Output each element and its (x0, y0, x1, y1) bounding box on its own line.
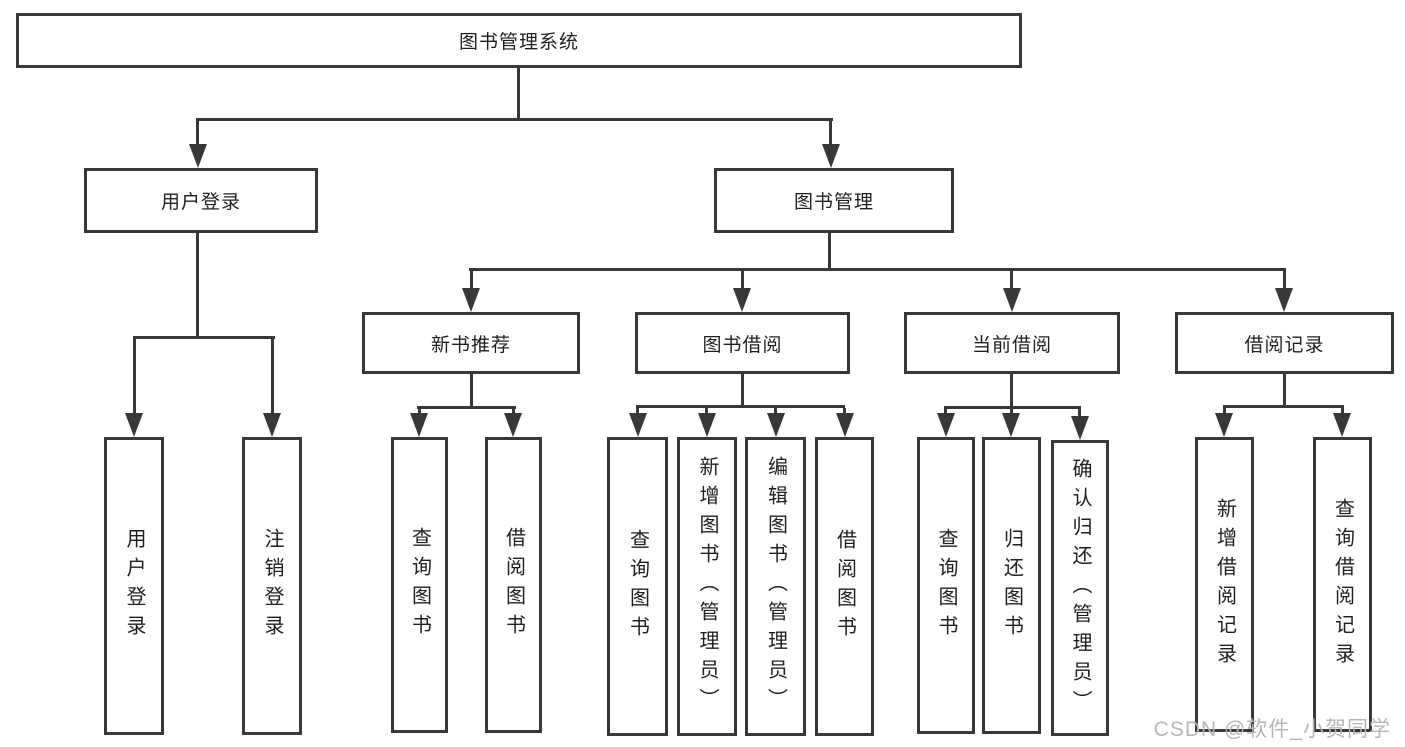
node-edit-book-admin: 编辑图书（管理员） (745, 437, 806, 736)
node-label: 注销登录 (261, 528, 283, 644)
node-confirm-return-admin: 确认归还（管理员） (1051, 440, 1109, 736)
connector-line (1341, 408, 1344, 415)
connector-line (1283, 374, 1286, 405)
node-label: 新增图书（管理员） (696, 456, 718, 717)
node-label: 查询图书 (626, 528, 649, 645)
arrow-down-icon (767, 413, 785, 437)
arrow-down-icon (1002, 413, 1020, 437)
arrow-down-icon (1215, 413, 1233, 437)
node-query-book-borrowing: 查询图书 (607, 437, 668, 736)
connector-line (469, 268, 1286, 271)
node-logout-action: 注销登录 (242, 437, 302, 735)
node-add-borrow-record: 新增借阅记录 (1195, 437, 1254, 732)
connector-line (470, 374, 473, 406)
node-label: 当前借阅 (971, 334, 1052, 356)
connector-line (196, 121, 199, 148)
node-user-login: 用户登录 (84, 168, 318, 233)
node-add-book-admin: 新增图书（管理员） (677, 437, 737, 736)
arrow-down-icon (504, 413, 522, 437)
node-label: 图书管理 (793, 192, 874, 213)
connector-line (196, 118, 833, 121)
node-query-borrow-record: 查询借阅记录 (1313, 437, 1372, 732)
node-label: 借阅图书 (502, 527, 525, 643)
connector-line (470, 271, 473, 292)
node-label: 归还图书 (1000, 527, 1023, 644)
arrow-down-icon (125, 413, 143, 437)
node-label: 图书管理系统 (458, 32, 579, 53)
connector-line (133, 339, 136, 416)
node-book-management: 图书管理 (714, 168, 954, 233)
arrow-down-icon (1333, 413, 1351, 437)
connector-line (271, 339, 274, 416)
node-query-book-recommend: 查询图书 (391, 437, 448, 733)
connector-line (944, 409, 947, 415)
arrow-down-icon (410, 413, 428, 437)
arrow-down-icon (1003, 288, 1021, 312)
connector-line (1078, 409, 1081, 418)
arrow-down-icon (263, 413, 281, 437)
node-label: 借阅记录 (1244, 334, 1325, 356)
connector-line (1223, 408, 1226, 415)
node-label: 编辑图书（管理员） (764, 456, 787, 717)
node-label: 图书借阅 (702, 334, 783, 356)
node-label: 新书推荐 (430, 334, 511, 356)
connector-line (1010, 409, 1013, 415)
connector-line (741, 271, 744, 292)
arrow-down-icon (1071, 416, 1089, 440)
connector-line (133, 336, 275, 339)
node-label: 借阅图书 (833, 528, 856, 645)
connector-line (944, 406, 1081, 409)
connector-line (1283, 271, 1286, 292)
node-borrow-book-recommend: 借阅图书 (485, 437, 542, 733)
node-label: 查询图书 (408, 527, 431, 643)
arrow-down-icon (1275, 288, 1293, 312)
connector-line (636, 405, 845, 408)
connector-line (843, 408, 846, 415)
node-label: 查询图书 (935, 527, 957, 644)
connector-line (1223, 405, 1344, 408)
connector-line (1010, 271, 1013, 292)
arrow-down-icon (698, 413, 716, 437)
node-new-book-recommendation: 新书推荐 (362, 312, 580, 374)
connector-line (774, 408, 777, 415)
node-label: 用户登录 (160, 192, 241, 213)
node-book-borrowing: 图书借阅 (635, 312, 850, 374)
node-return-book: 归还图书 (982, 437, 1041, 734)
arrow-down-icon (822, 144, 840, 168)
node-query-book-current: 查询图书 (917, 437, 975, 734)
node-label: 查询借阅记录 (1331, 497, 1354, 672)
arrow-down-icon (733, 288, 751, 312)
arrow-down-icon (462, 288, 480, 312)
node-label: 用户登录 (123, 528, 145, 644)
arrow-down-icon (189, 144, 207, 168)
node-label: 新增借阅记录 (1213, 497, 1236, 672)
node-current-borrowing: 当前借阅 (904, 312, 1120, 374)
node-borrowing-records: 借阅记录 (1175, 312, 1394, 374)
connector-line (1010, 374, 1013, 406)
node-borrow-book-borrowing: 借阅图书 (815, 437, 874, 736)
node-label: 确认归还（管理员） (1069, 457, 1091, 719)
connector-line (828, 233, 831, 268)
connector-line (636, 408, 639, 415)
connector-line (829, 121, 832, 148)
watermark: CSDN @软件_小贺同学 (1153, 718, 1391, 741)
arrow-down-icon (836, 413, 854, 437)
node-library-management-system: 图书管理系统 (16, 13, 1022, 68)
arrow-down-icon (937, 413, 955, 437)
connector-line (705, 408, 708, 415)
node-user-login-action: 用户登录 (104, 437, 164, 735)
connector-line (741, 374, 744, 405)
arrow-down-icon (629, 413, 647, 437)
connector-line (517, 68, 520, 118)
connector-line (196, 233, 199, 336)
connector-line (417, 406, 516, 409)
